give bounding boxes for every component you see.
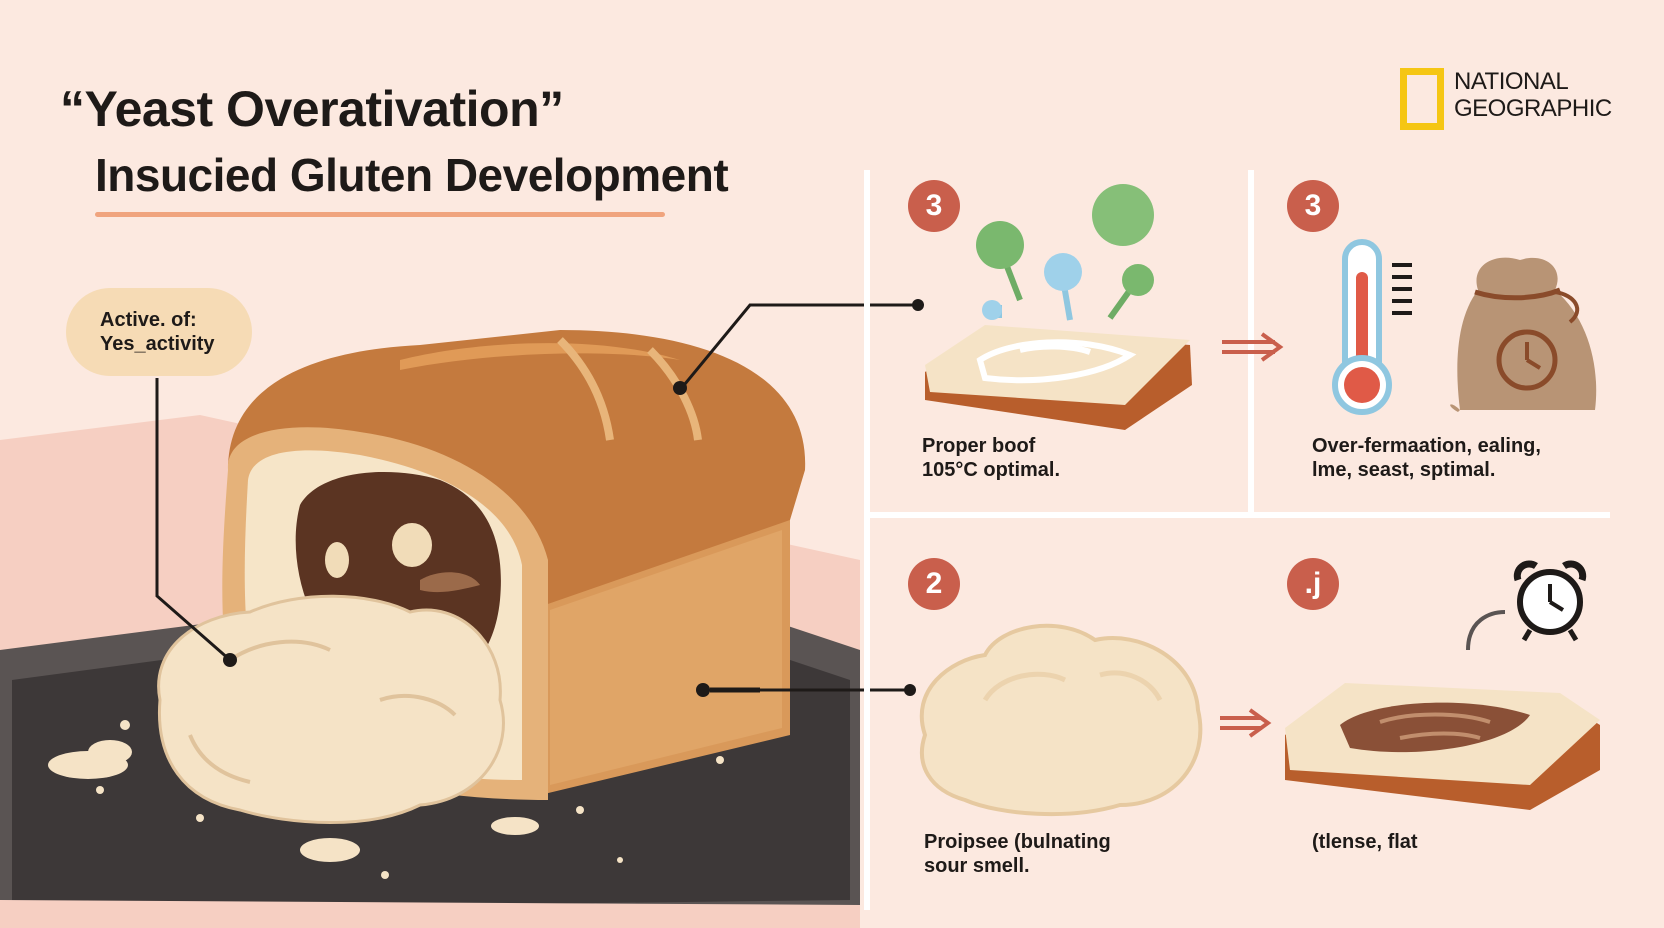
page-title: “Yeast Overativation” (60, 81, 564, 137)
panel-1-badge: 3 (908, 180, 960, 232)
callout-lines (155, 303, 918, 693)
callout-line1: Active. of: (100, 309, 197, 331)
title-underline (95, 212, 665, 217)
logo-line1: NATIONAL (1454, 68, 1569, 95)
logo-line2: GEOGRAPHIC (1454, 95, 1612, 122)
proper-proof-illustration (925, 184, 1192, 430)
panel-3-caption-line2: sour smell. (924, 855, 1030, 877)
arrows (1220, 332, 1284, 738)
panel-4-caption: (tlense, flat (1312, 830, 1418, 854)
dough-ball-illustration (919, 623, 1203, 817)
callout-line2: Yes_activity (100, 333, 215, 355)
panel-3-badge: 2 (908, 558, 960, 610)
dense-toast-illustration (1285, 683, 1600, 810)
panel-4-badge: .j (1287, 558, 1339, 610)
alarm-clock-icon (1466, 560, 1587, 651)
thermometer-illustration (1332, 239, 1412, 415)
panel-3-caption: Proipsee (bulnating sour smell. (924, 830, 1111, 878)
panel-1-caption: Proper boof 105°C optimal. (922, 434, 1060, 482)
panel-2-caption-line2: lme, seast, sptimal. (1312, 459, 1496, 481)
yeast-activity-callout: Active. of: Yes_activity (66, 288, 252, 376)
flour-specks (48, 720, 724, 879)
panel-4-caption-line1: (tlense, flat (1312, 831, 1418, 853)
panel-1-caption-line1: Proper boof (922, 435, 1036, 457)
panel-2-badge: 3 (1287, 180, 1339, 232)
bread-loaf (157, 330, 806, 824)
flour-sack-illustration (1450, 257, 1597, 412)
panel-2-caption: Over-fermaation, ealing, lme, seast, spt… (1312, 434, 1541, 482)
page-subtitle: Insucied Gluten Development (95, 149, 729, 201)
callout-dots (223, 299, 924, 697)
logo-yellow-frame-icon (1400, 68, 1444, 130)
panel-3-caption-line1: Proipsee (bulnating (924, 831, 1111, 853)
panel-1-caption-line2: 105°C optimal. (922, 459, 1061, 481)
panel-2-caption-line1: Over-fermaation, ealing, (1312, 435, 1541, 457)
